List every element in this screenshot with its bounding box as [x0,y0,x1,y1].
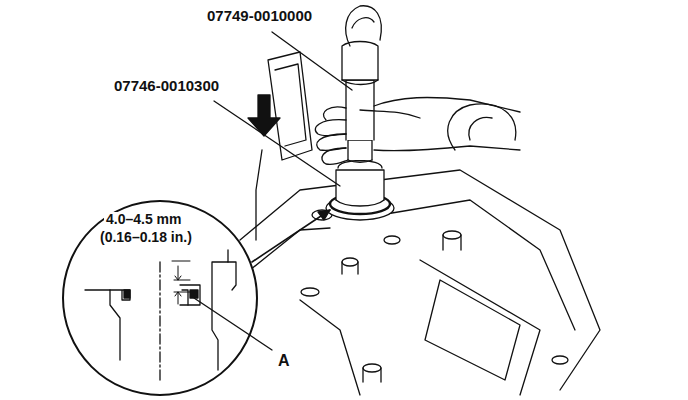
leader-line [252,210,330,262]
part-number: 07749-0010000 [205,8,314,25]
dimension: (0.16–0.18 in.) [98,230,194,245]
dimension: 4.0–4.5 mm [104,212,184,227]
part-number: 07746-0010300 [112,78,221,95]
press-arrow [248,95,280,136]
leader-line [214,101,340,186]
leader-line [194,298,272,350]
hand [315,98,520,165]
transmission-housing [240,52,600,395]
detail-inset [63,201,257,395]
driver-handle [342,6,381,140]
leader-line [272,32,352,90]
leader-arrow [318,210,330,220]
seal-and-attachment [326,140,394,220]
callout-letter: A [276,352,292,370]
